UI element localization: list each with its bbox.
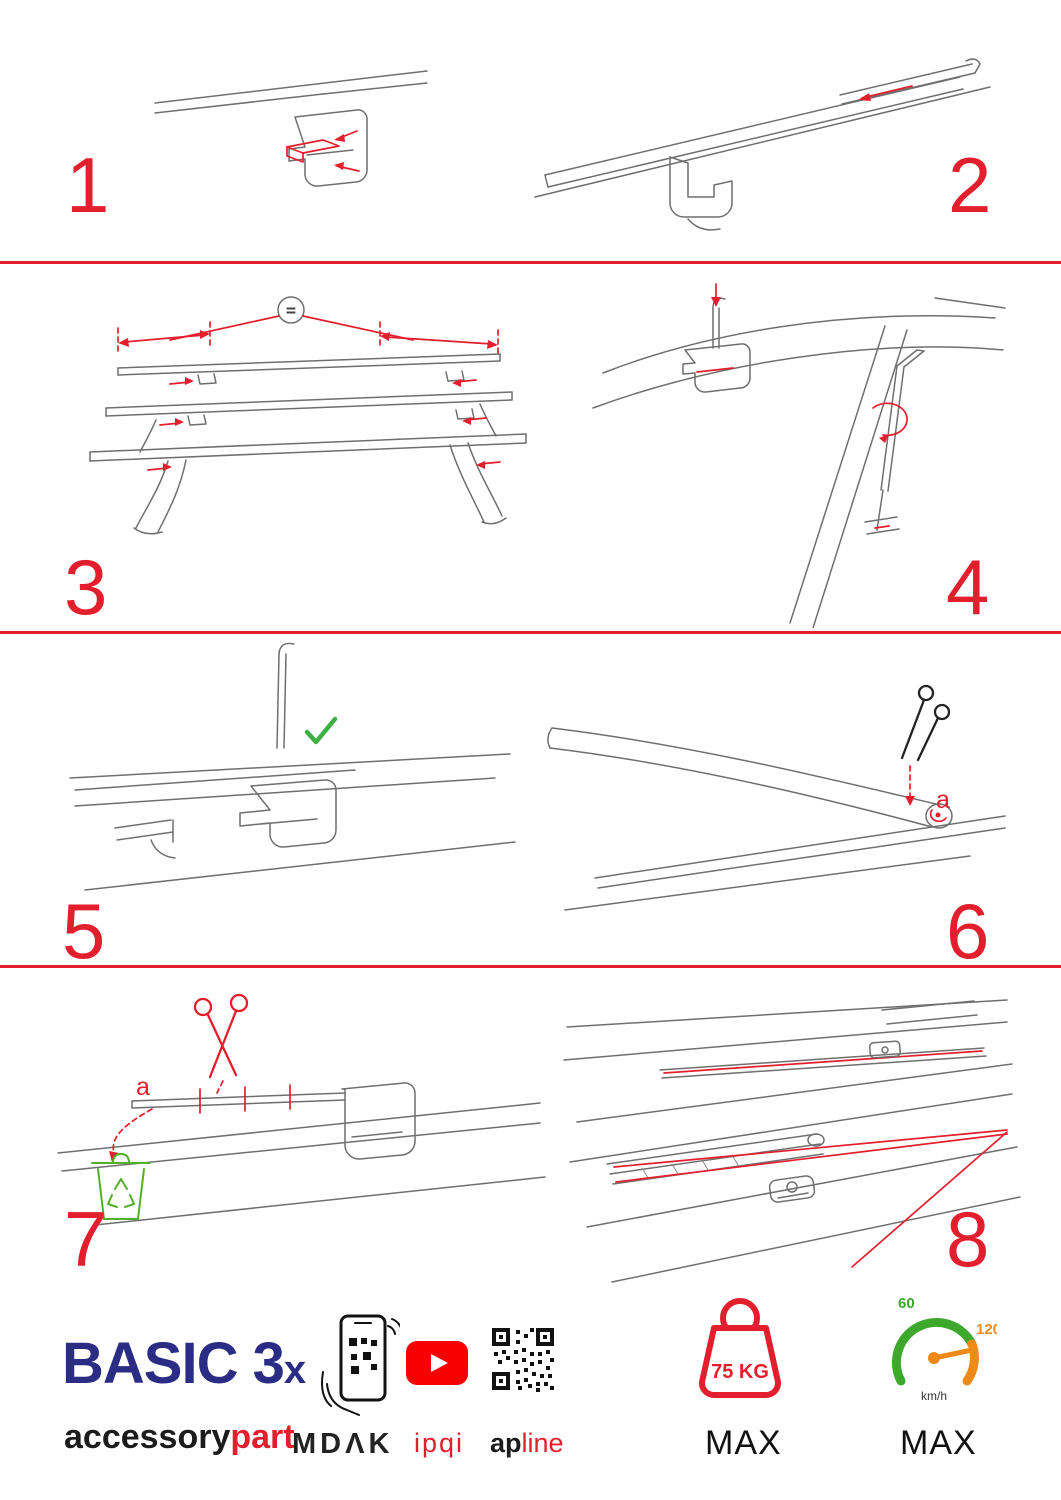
clamp-part [239,779,337,848]
product-name-variant: x [283,1348,306,1392]
upper-crossbar [659,1040,987,1079]
brand-logo-black: accessory [64,1418,231,1456]
adapter-part [768,1175,816,1203]
step-6-illustration: a [547,684,1006,911]
hex-key-icon [876,349,925,531]
speed-high-label: 120 [976,1321,997,1338]
excess-strip [131,1092,346,1109]
step-8-number: 8 [946,1195,990,1283]
step-2-number: 2 [948,141,992,229]
logo-apline-red: line [521,1428,564,1458]
step-5-number: 5 [62,887,106,975]
weight-max-label: MAX [705,1424,782,1462]
weight-value: 75 KG [711,1361,769,1383]
part-label-a: a [136,1073,150,1101]
logo-apline-black: ap [490,1428,522,1458]
step-2-illustration [534,58,991,231]
product-name-main: BASIC 3 [62,1331,285,1396]
step-4-illustration [592,283,1006,628]
step-6-number: 6 [946,887,990,975]
cover-strip [839,58,981,105]
pad-part [286,139,340,163]
step-1-number: 1 [66,141,110,229]
clamp-part [669,156,733,231]
speed-unit-label: km/h [921,1389,947,1403]
separator-1 [0,261,1061,264]
speedometer-icon: 60 120 km/h [892,1295,997,1403]
logo-mdak: MDΛK [292,1428,394,1460]
clamp-part [682,343,751,393]
separator-2 [0,631,1061,634]
clamp-part [341,1082,416,1160]
step-7-illustration: a [57,993,546,1226]
checkmark-icon [304,716,338,745]
step-8-illustration [563,999,1021,1283]
step-1-illustration [154,70,428,187]
trash-recycle-icon [91,1153,151,1220]
scissors-icon [900,684,951,762]
product-name: BASIC 3x [62,1330,306,1397]
step-4-number: 4 [946,543,990,631]
logo-apline: apline [490,1428,564,1459]
equal-sign: = [286,301,296,321]
crossbar-tube [547,727,953,829]
logo-ipqi: ipqi [414,1428,465,1458]
phone-qr-scan-icon [321,1314,400,1416]
youtube-play-icon [406,1341,468,1385]
part-label-a: a [936,786,950,814]
step-3-illustration: = [89,296,527,535]
scissors-icon [193,993,249,1079]
speed-low-label: 60 [898,1295,915,1312]
max-load-weight-icon: 75 KG [699,1298,781,1399]
step-7-number: 7 [64,1195,108,1283]
t-slot-channel [606,1133,825,1185]
step-5-illustration [69,642,516,891]
brand-logo-red: part [230,1418,295,1456]
qr-code-icon [492,1328,554,1392]
separator-3 [0,965,1061,968]
brand-logo: accessorypart [64,1418,295,1457]
equal-spacing-icon: = [277,296,305,324]
speed-max-label: MAX [900,1424,977,1462]
pin-part [712,297,726,349]
pin-part [276,642,295,749]
step-3-number: 3 [64,543,108,631]
